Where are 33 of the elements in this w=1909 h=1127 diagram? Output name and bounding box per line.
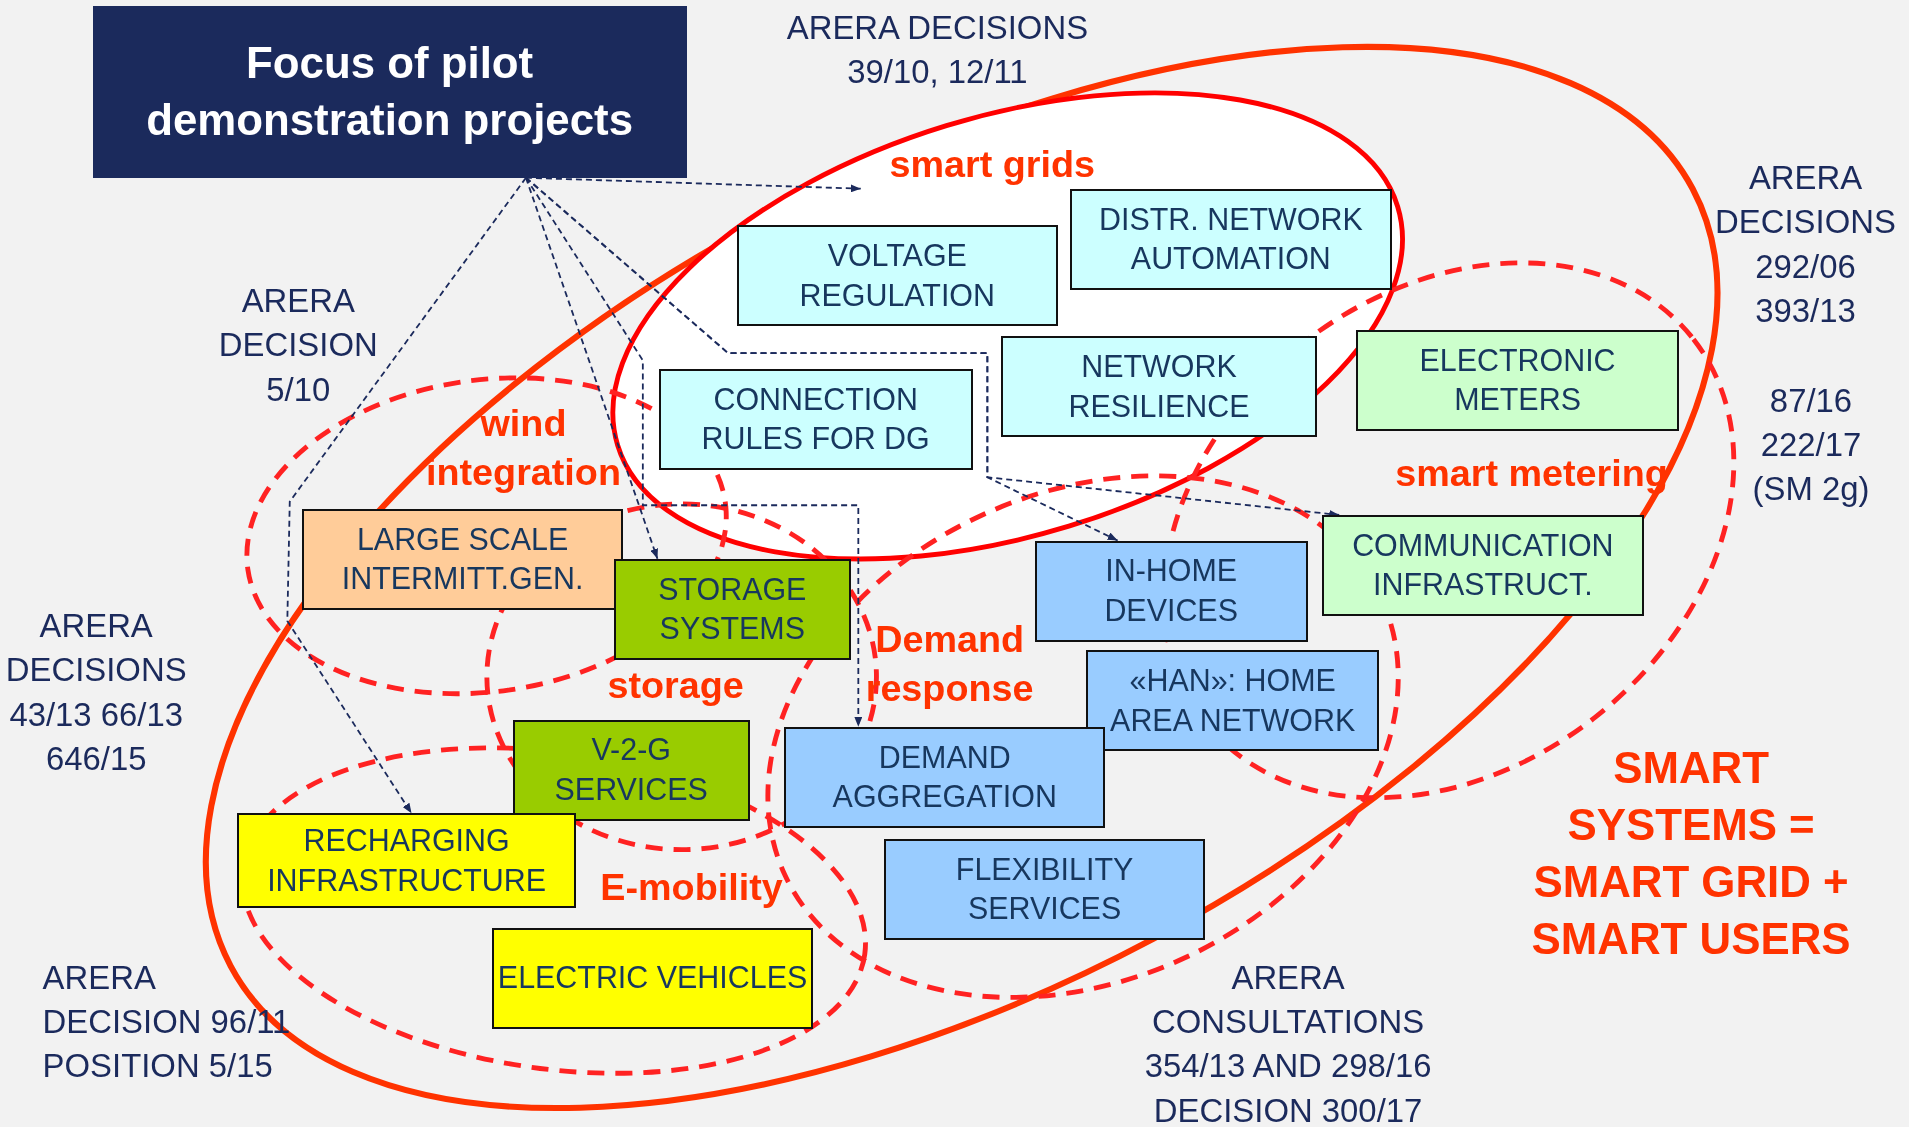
title-box: Focus of pilot demonstration projects — [92, 6, 687, 178]
arrow — [525, 176, 1119, 542]
area-label: wind integration — [425, 401, 622, 496]
topic-box: CONNECTION RULES FOR DG — [658, 368, 973, 470]
area-label: SMART SYSTEMS = SMART GRID + SMART USERS — [1530, 742, 1852, 966]
topic-box: COMMUNICATION INFRASTRUCT. — [1322, 514, 1644, 616]
decision-note: ARERA CONSULTATIONS 354/13 AND 298/16 DECISION 300/17 — [1143, 957, 1433, 1127]
decision-note: ARERA DECISIONS 43/13 66/13 646/15 — [4, 605, 188, 779]
area-label: E-mobility — [599, 865, 784, 911]
decision-note: ARERA DECISION 5/10 — [217, 280, 379, 410]
area-label: smart grids — [888, 142, 1096, 187]
area-label: Demand response — [864, 616, 1035, 711]
arrow — [286, 176, 527, 815]
area-label: storage — [606, 663, 745, 709]
decision-note: ARERA DECISIONS 292/06 393/13 — [1714, 157, 1897, 331]
arrow — [525, 176, 659, 560]
topic-box: ELECTRIC VEHICLES — [491, 927, 814, 1029]
topic-box: «HAN»: HOME AREA NETWORK — [1085, 650, 1380, 752]
decision-note: 87/16 222/17 (SM 2g) — [1751, 380, 1871, 510]
topic-box: ELECTRONIC METERS — [1356, 329, 1679, 431]
topic-box: VOLTAGE REGULATION — [736, 225, 1058, 327]
topic-box: STORAGE SYSTEMS — [613, 558, 851, 660]
topic-box: DEMAND AGGREGATION — [784, 726, 1106, 828]
topic-box: V-2-G SERVICES — [512, 719, 750, 821]
topic-box: LARGE SCALE INTERMITT.GEN. — [301, 508, 624, 610]
topic-box: IN-HOME DEVICES — [1034, 540, 1308, 642]
area-label: smart metering — [1394, 451, 1669, 497]
topic-box: FLEXIBILITY SERVICES — [883, 838, 1206, 940]
topic-box: NETWORK RESILIENCE — [1000, 336, 1318, 438]
decision-note: ARERA DECISIONS 39/10, 12/11 — [785, 8, 1090, 93]
topic-box: DISTR. NETWORK AUTOMATION — [1070, 188, 1392, 290]
arrow — [525, 176, 862, 193]
topic-box: RECHARGING INFRASTRUCTURE — [237, 813, 576, 909]
